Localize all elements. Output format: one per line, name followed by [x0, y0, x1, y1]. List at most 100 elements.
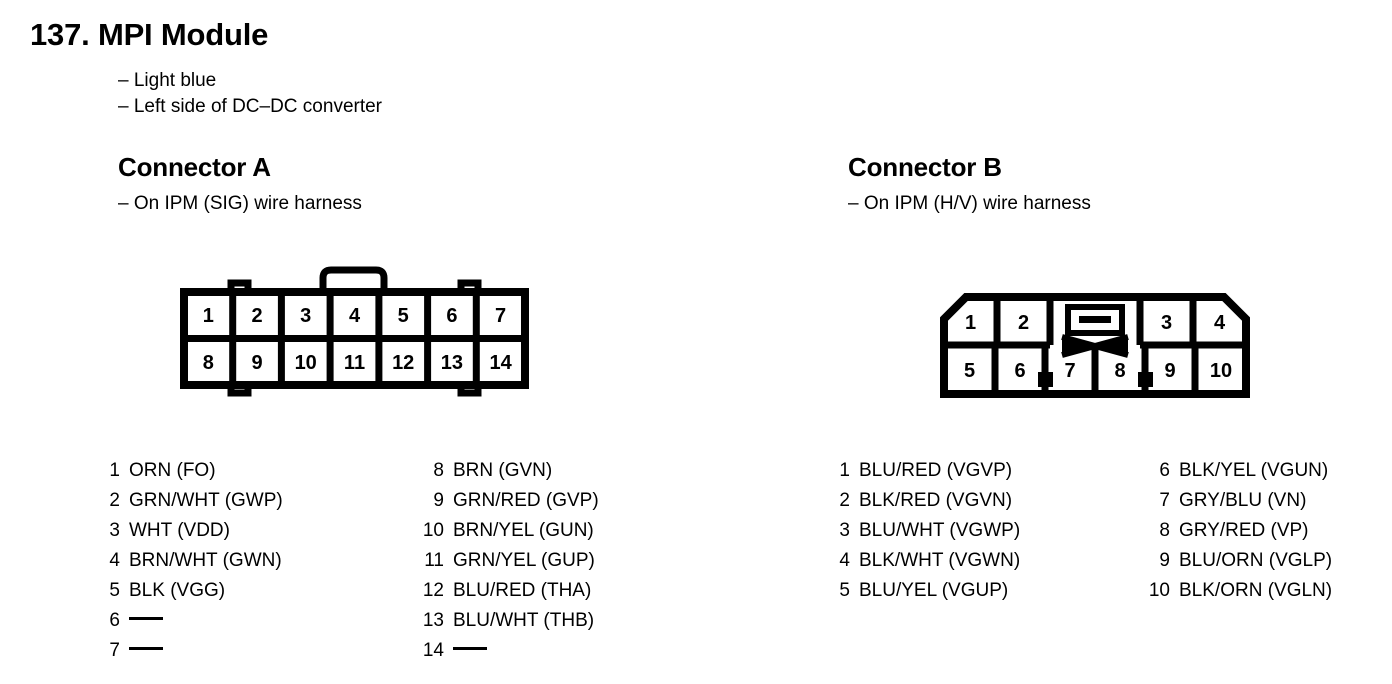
pin-number: 9: [1159, 550, 1170, 571]
pin-cell-b4: 4: [1214, 312, 1226, 334]
pin-label: ORN (FO): [129, 460, 216, 481]
pin-number: 8: [1159, 520, 1170, 541]
pin-row: 4 BLK/WHT (VGWN): [820, 546, 1020, 576]
pin-cell-2: 2: [251, 305, 262, 327]
intro-bullet-color: – Light blue: [118, 70, 217, 91]
pin-cell-13: 13: [441, 352, 463, 374]
pin-number: 14: [422, 640, 444, 661]
pin-label: GRN/RED (GVP): [453, 490, 599, 511]
pin-unused-dash: [129, 647, 163, 650]
pin-label: GRN/WHT (GWP): [129, 490, 283, 511]
pin-row: 10 BRN/YEL (GUN): [414, 516, 599, 546]
connector-b-header: Connector B – On IPM (H/V) wire harness: [848, 152, 1091, 215]
pin-cell-b9: 9: [1164, 360, 1175, 382]
pin-number: 10: [422, 520, 444, 541]
pin-number: 1: [839, 460, 850, 481]
pin-number: 3: [839, 520, 850, 541]
connector-a-svg: 1 2 3 4 5 6 7 8 9 10 11 12 13 14 #diagra…: [180, 266, 529, 397]
pin-number: 8: [433, 460, 444, 481]
pin-cell-b10: 10: [1210, 360, 1232, 382]
pin-unused-dash: [129, 617, 163, 620]
pin-label: GRY/BLU (VN): [1179, 490, 1307, 511]
pin-label: BRN (GVN): [453, 460, 553, 481]
pin-number: 10: [1148, 580, 1170, 601]
connector-a-header: Connector A – On IPM (SIG) wire harness: [118, 152, 362, 215]
pin-number: 3: [109, 520, 120, 541]
connector-b-svg: 1 2 3 4 5 6 7 8 9 10 #diagram-b text { f…: [940, 293, 1250, 398]
pin-cell-14: 14: [489, 352, 512, 374]
pin-label: BLU/YEL (VGUP): [859, 580, 1009, 601]
pin-row: 6 BLK/YEL (VGUN): [1140, 456, 1332, 486]
pin-cell-b7: 7: [1064, 360, 1075, 382]
pin-row: 3 BLU/WHT (VGWP): [820, 516, 1020, 546]
pin-label: BLU/ORN (VGLP): [1179, 550, 1333, 571]
pin-cell-9: 9: [251, 352, 262, 374]
pin-cell-1: 1: [203, 305, 214, 327]
pin-cell-12: 12: [392, 352, 414, 374]
pin-cell-b3: 3: [1161, 312, 1172, 334]
pin-number: 5: [109, 580, 120, 601]
pin-row: 1 BLU/RED (VGVP): [820, 456, 1020, 486]
pin-cell-11: 11: [344, 352, 365, 374]
pin-label: BRN/YEL (GUN): [453, 520, 594, 541]
pin-number: 6: [1159, 460, 1170, 481]
pin-cell-8: 8: [203, 352, 214, 374]
pin-number: 5: [839, 580, 850, 601]
pin-label: BLU/WHT (THB): [453, 610, 595, 631]
keyway-notch-left: [1038, 372, 1053, 387]
pin-cell-b5: 5: [964, 360, 975, 382]
pin-number: 1: [109, 460, 120, 481]
lock-tab-outline: [319, 266, 388, 292]
pin-label: BLU/RED (THA): [453, 580, 592, 601]
pin-row: 9 BLU/ORN (VGLP): [1140, 546, 1332, 576]
pin-row: 13 BLU/WHT (THB): [414, 606, 599, 636]
pin-number: 7: [1159, 490, 1170, 511]
pin-cell-5: 5: [398, 305, 409, 327]
pin-label: BLU/RED (VGVP): [859, 460, 1013, 481]
connector-b-heading: Connector B: [848, 152, 1002, 182]
pin-number: 4: [839, 550, 850, 571]
connector-a-heading: Connector A: [118, 152, 271, 182]
pin-unused-dash: [453, 647, 487, 650]
intro-bullet-list: – Light blue – Left side of DC–DC conver…: [118, 68, 382, 120]
pin-row: 6: [90, 606, 283, 636]
pin-row: 1 ORN (FO): [90, 456, 283, 486]
pin-cell-10: 10: [295, 352, 317, 374]
pin-row: 9 GRN/RED (GVP): [414, 486, 599, 516]
pin-row: 5 BLU/YEL (VGUP): [820, 576, 1020, 606]
intro-bullet-location: – Left side of DC–DC converter: [118, 96, 383, 117]
pin-number: 12: [422, 580, 444, 601]
pin-cell-7: 7: [495, 305, 506, 327]
pin-cell-6: 6: [446, 305, 457, 327]
lock-housing-icon: [1065, 304, 1125, 336]
pin-label: BLK/YEL (VGUN): [1179, 460, 1329, 481]
pin-number: 7: [109, 640, 120, 661]
pin-row: 8 BRN (GVN): [414, 456, 599, 486]
pin-number: 9: [433, 490, 444, 511]
connector-b-pinout-diagram: 1 2 3 4 5 6 7 8 9 10 #diagram-b text { f…: [940, 293, 1250, 403]
pin-label: BLK (VGG): [129, 580, 226, 601]
lock-bar-icon: [1079, 316, 1111, 323]
pin-row: 12 BLU/RED (THA): [414, 576, 599, 606]
pin-label: BLU/WHT (VGWP): [859, 520, 1021, 541]
lock-wing-left-icon: [1062, 337, 1095, 355]
pin-cell-3: 3: [300, 305, 311, 327]
lock-wing-right-icon: [1095, 337, 1128, 355]
pin-row: 3 WHT (VDD): [90, 516, 283, 546]
pin-cell-b1: 1: [965, 312, 976, 334]
pin-cell-b6: 6: [1014, 360, 1025, 382]
pin-number: 6: [109, 610, 120, 631]
pin-label: BLK/WHT (VGWN): [859, 550, 1021, 571]
pin-label: WHT (VDD): [129, 520, 230, 541]
pin-label: BLK/RED (VGVN): [859, 490, 1013, 511]
pin-row: 7: [90, 636, 283, 666]
connector-a-subtitle: – On IPM (SIG) wire harness: [118, 193, 362, 214]
pin-number: 13: [422, 610, 444, 631]
